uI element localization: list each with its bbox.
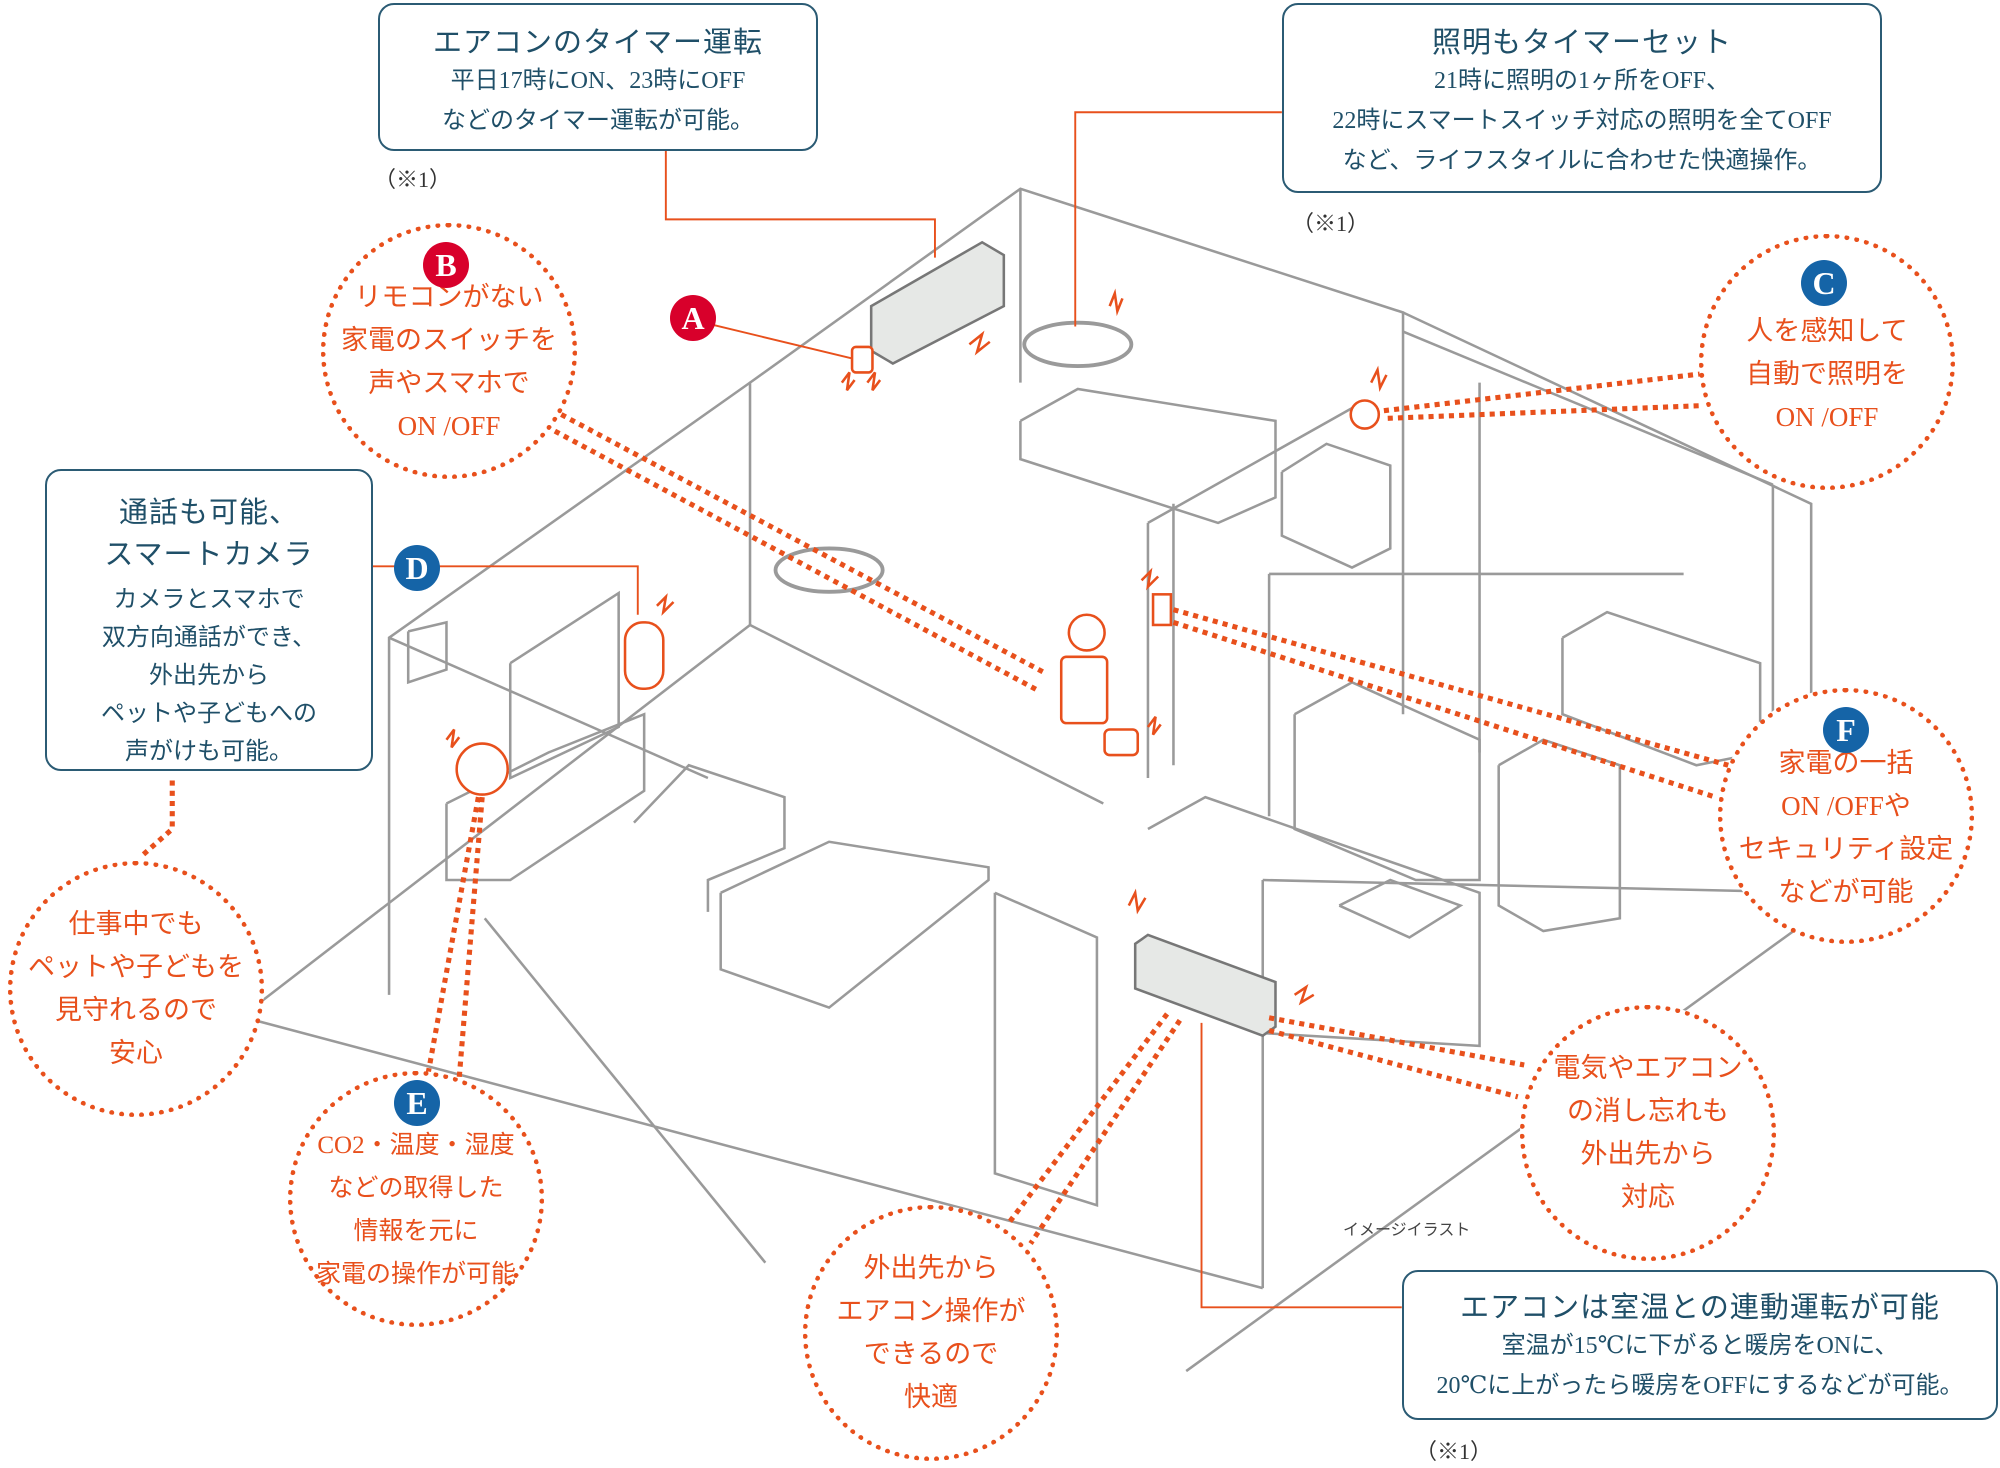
footnote-mark: （※1） [1415, 1439, 1493, 1464]
bubble-line: 声やスマホで [368, 368, 530, 398]
bubble-line: 人を感知して [1746, 315, 1908, 346]
bubble-line: ペットや子どもを [28, 952, 244, 982]
bubble-e: CO2・温度・湿度 などの取得した 情報を元に 家電の操作が可能 [288, 1071, 544, 1327]
callout-line: 22時にスマートスイッチ対応の照明を全てOFF [1332, 108, 1832, 134]
ceiling-light-living [773, 546, 885, 594]
bubble-line: ON /OFF [1775, 401, 1879, 432]
bubble-line: の消し忘れも [1567, 1096, 1729, 1126]
image-caption: イメージイラスト [1343, 1220, 1471, 1239]
air-conditioner-living [1133, 933, 1277, 1038]
bubble-line: 見守れるので [55, 995, 217, 1025]
bubble-line: 電気やエアコン [1553, 1053, 1743, 1083]
humidifier-steam-icon [1067, 613, 1106, 652]
callout-line: 声がけも可能。 [125, 739, 293, 765]
smart-plug-icon [850, 345, 874, 374]
bubble-line: 家電の操作が可能 [315, 1261, 516, 1288]
humidifier-icon [1059, 655, 1109, 725]
bubble-line: などの取得した [328, 1175, 504, 1202]
callout-line: 外出先から [149, 663, 269, 689]
badge-c: C [1801, 260, 1847, 306]
bubble-line: できるので [863, 1339, 999, 1369]
bubble-line: ON /OFFや [1781, 791, 1911, 821]
bubble-line: 自動で照明を [1746, 358, 1908, 389]
bubble-line: などが可能 [1778, 877, 1914, 907]
callout-title: エアコンのタイマー運転 [432, 27, 763, 59]
callout-line: ペットや子どもへの [101, 701, 317, 727]
callout-title: 通話も可能、 [118, 497, 299, 529]
callout-ac-timer: エアコンのタイマー運転 平日17時にON、23時にOFF などのタイマー運転が可… [378, 3, 818, 151]
ceiling-light-bedroom [1022, 320, 1134, 368]
smart-remote-icon [1103, 728, 1140, 757]
badge-d: D [394, 545, 440, 591]
footnote-mark: （※1） [374, 167, 452, 192]
bubble-line: 快適 [904, 1382, 958, 1412]
bubble-line: 家電の一括 [1778, 748, 1914, 778]
callout-line: 平日17時にON、23時にOFF [450, 68, 746, 94]
motion-sensor-icon [1349, 399, 1381, 430]
smart-camera-icon [623, 621, 665, 690]
ceiling-lights [773, 320, 1134, 594]
bubble-line: CO2・温度・湿度 [317, 1132, 515, 1159]
callout-ac-link: エアコンは室温との連動運転が可能 室温が15℃に下がると暖房をONに、 20℃に… [1402, 1270, 1998, 1420]
environment-sensor-icon [455, 742, 509, 796]
badge-b: B [423, 242, 469, 288]
badge-a: A [670, 295, 716, 341]
callout-title: エアコンは室温との連動運転が可能 [1460, 1292, 1940, 1324]
signal-spark-icons [445, 288, 1388, 1006]
dotted-connectors [138, 371, 1729, 1245]
bubble-remote-ac: 外出先から エアコン操作が できるので 快適 [803, 1205, 1059, 1461]
bubble-watch: 仕事中でも ペットや子どもを 見守れるので 安心 [8, 861, 264, 1117]
bubble-forgot: 電気やエアコン の消し忘れも 外出先から 対応 [1520, 1005, 1776, 1261]
callout-line: 双方向通話ができ、 [101, 625, 317, 651]
callout-line: など、ライフスタイルに合わせた快適操作。 [1342, 148, 1822, 174]
bubble-line: 家電のスイッチを [341, 325, 557, 355]
bubble-line: 情報を元に [353, 1218, 479, 1245]
bubble-line: 安心 [109, 1038, 163, 1068]
callout-camera: 通話も可能、 スマートカメラ カメラとスマホで 双方向通話ができ、 外出先から … [45, 469, 373, 771]
callout-line: カメラとスマホで [113, 587, 305, 613]
callout-line: 室温が15℃に下がると暖房をONに、 [1501, 1333, 1899, 1359]
bubble-line: セキュリティ設定 [1738, 834, 1954, 864]
callout-line: などのタイマー運転が可能。 [442, 108, 754, 134]
bubble-b: リモコンがない 家電のスイッチを 声やスマホで ON /OFF [321, 223, 577, 479]
smart-devices [455, 345, 1381, 796]
badge-e: E [394, 1080, 440, 1126]
footnote-mark: （※1） [1292, 211, 1370, 236]
callout-light-timer: 照明もタイマーセット 21時に照明の1ヶ所をOFF、 22時にスマートスイッチ対… [1282, 3, 1882, 193]
bubble-line: エアコン操作が [836, 1296, 1026, 1326]
bubble-line: 対応 [1621, 1182, 1675, 1212]
callout-line: 20℃に上がったら暖房をOFFにするなどが可能。 [1436, 1373, 1964, 1399]
bubble-line: 外出先から [1580, 1139, 1716, 1169]
bubble-line: 仕事中でも [68, 909, 204, 939]
callout-line: 21時に照明の1ヶ所をOFF、 [1433, 68, 1731, 94]
leader-lines [372, 111, 1402, 1309]
badge-f: F [1823, 707, 1869, 753]
callout-title: スマートカメラ [104, 539, 314, 571]
control-panel-icon [1151, 593, 1173, 627]
bubble-line: 外出先から [863, 1253, 999, 1283]
callout-title: 照明もタイマーセット [1431, 27, 1732, 59]
bubble-line: ON /OFF [397, 411, 501, 441]
